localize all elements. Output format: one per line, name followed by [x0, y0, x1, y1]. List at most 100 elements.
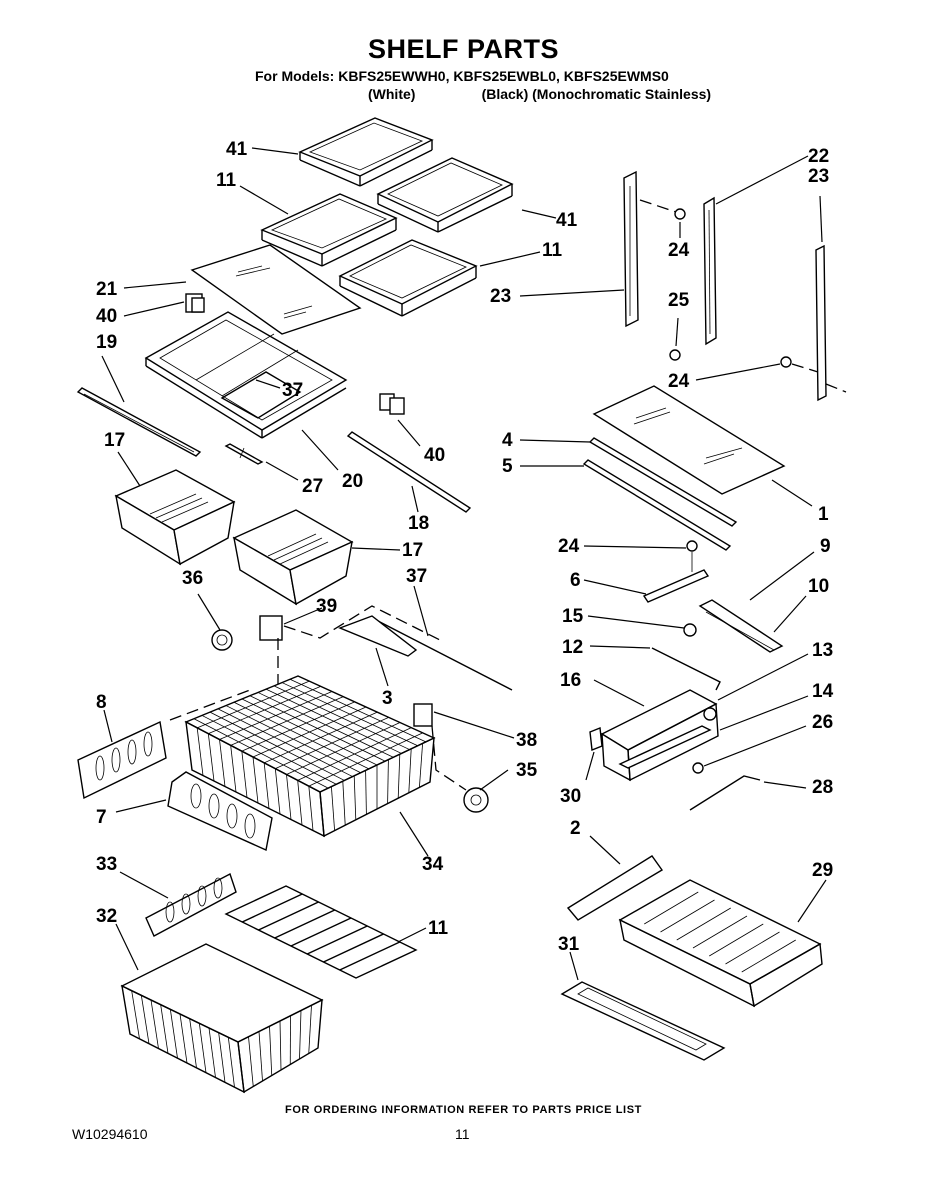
screw-26: [692, 762, 704, 774]
callout-41: 41: [226, 139, 248, 160]
callout-38: 38: [516, 730, 537, 751]
callout-4: 4: [502, 430, 513, 451]
rod-37: [375, 619, 513, 691]
bracket-38: [413, 703, 433, 727]
callout-34: 34: [422, 854, 444, 875]
callout-39: 39: [316, 596, 337, 617]
callout-12: 12: [562, 637, 583, 658]
door-shelf-41-top: [298, 117, 434, 187]
gear-35: [463, 787, 489, 813]
arm-3: [338, 615, 418, 657]
basket-handle-33: [145, 872, 237, 937]
wire-12: [651, 647, 721, 691]
callout-37: 37: [282, 380, 303, 401]
callout-9: 9: [820, 536, 831, 557]
callout-8: 8: [96, 692, 107, 713]
model-variants: (White) (Black) (Monochromatic Stainless…: [368, 86, 711, 102]
callout-13: 13: [812, 640, 833, 661]
slide-14: [618, 725, 712, 769]
shelf-trim-5: [582, 459, 732, 551]
callout-36: 36: [182, 568, 203, 589]
door-shelf-41-right: [376, 157, 514, 233]
callout-24: 24: [668, 371, 690, 392]
callout-labels: 41 11 41 11 21 40 19 37 20 27 17 17 18 4…: [96, 139, 834, 955]
callout-17: 17: [402, 540, 423, 561]
screw-15: [683, 623, 697, 637]
callout-40: 40: [96, 306, 117, 327]
rail-23-left: [623, 170, 639, 328]
callout-22: 22: [808, 146, 829, 167]
callout-24: 24: [668, 240, 690, 261]
bracket-6: [642, 540, 710, 603]
callout-23: 23: [808, 166, 829, 187]
callout-25: 25: [668, 290, 690, 311]
gear-36: [211, 629, 233, 651]
callout-24: 24: [558, 536, 580, 557]
glass-shelf-1: [592, 385, 786, 495]
callout-11: 11: [428, 918, 449, 939]
callout-37: 37: [406, 566, 427, 587]
door-shelf-11-lower-right: [338, 239, 478, 317]
screws-24-25: [639, 199, 819, 373]
trim-strip-19: [76, 387, 202, 457]
rail-23-right: [815, 244, 847, 402]
callout-29: 29: [812, 860, 833, 881]
page-title: SHELF PARTS: [367, 34, 559, 64]
callout-10: 10: [808, 576, 829, 597]
callout-31: 31: [558, 934, 580, 955]
callout-3: 3: [382, 688, 393, 709]
callout-40: 40: [424, 445, 445, 466]
crisper-bin-17-right: [232, 509, 354, 606]
door-shelf-11-upper-left: [260, 193, 398, 267]
callout-14: 14: [812, 681, 834, 702]
callout-30: 30: [560, 786, 581, 807]
crisper-cover-frame-20: [144, 311, 348, 439]
drawer-front-8: [77, 720, 167, 800]
callout-32: 32: [96, 906, 117, 927]
clip-40-right: [379, 393, 405, 415]
callout-20: 20: [342, 471, 363, 492]
shelf-11-lower: [224, 885, 418, 979]
page-number: 11: [455, 1126, 470, 1142]
models-line: For Models: KBFS25EWWH0, KBFS25EWBL0, KB…: [255, 68, 669, 84]
trim-31: [560, 981, 726, 1061]
glass-shelf-21: [190, 244, 362, 335]
callout-28: 28: [812, 777, 833, 798]
cover-2: [566, 855, 664, 921]
callout-1: 1: [818, 504, 829, 525]
clip-30: [589, 727, 603, 751]
callout-2: 2: [570, 818, 581, 839]
callout-7: 7: [96, 807, 107, 828]
bracket-39: [259, 615, 283, 641]
callout-18: 18: [408, 513, 429, 534]
callout-23: 23: [490, 286, 511, 307]
shelf-trim-4: [588, 437, 738, 527]
slide-housing-16: [600, 689, 719, 782]
callout-19: 19: [96, 332, 117, 353]
callout-6: 6: [570, 570, 581, 591]
document-id: W10294610: [72, 1126, 148, 1142]
callout-16: 16: [560, 670, 581, 691]
callout-26: 26: [812, 712, 833, 733]
slide-rail-9-10: [698, 599, 784, 653]
callout-15: 15: [562, 606, 584, 627]
callout-21: 21: [96, 279, 118, 300]
tray-29: [618, 879, 823, 1008]
clip-40-left: [185, 293, 205, 313]
rail-22: [703, 196, 717, 346]
wire-basket-34: [184, 675, 436, 838]
callout-5: 5: [502, 456, 513, 477]
ordering-note: FOR ORDERING INFORMATION REFER TO PARTS …: [285, 1104, 642, 1116]
callout-33: 33: [96, 854, 117, 875]
rod-28: [689, 775, 761, 811]
variant-black-stainless: (Black) (Monochromatic Stainless): [481, 86, 712, 102]
dashed-assembly-lines: [169, 605, 467, 791]
drawer-front-7: [167, 771, 273, 852]
callout-41: 41: [556, 210, 578, 231]
callout-27: 27: [302, 476, 323, 497]
wire-basket-32: [120, 943, 324, 1094]
callout-17: 17: [104, 430, 125, 451]
crisper-bin-17-left: [114, 469, 236, 566]
rod-18: [346, 431, 472, 513]
